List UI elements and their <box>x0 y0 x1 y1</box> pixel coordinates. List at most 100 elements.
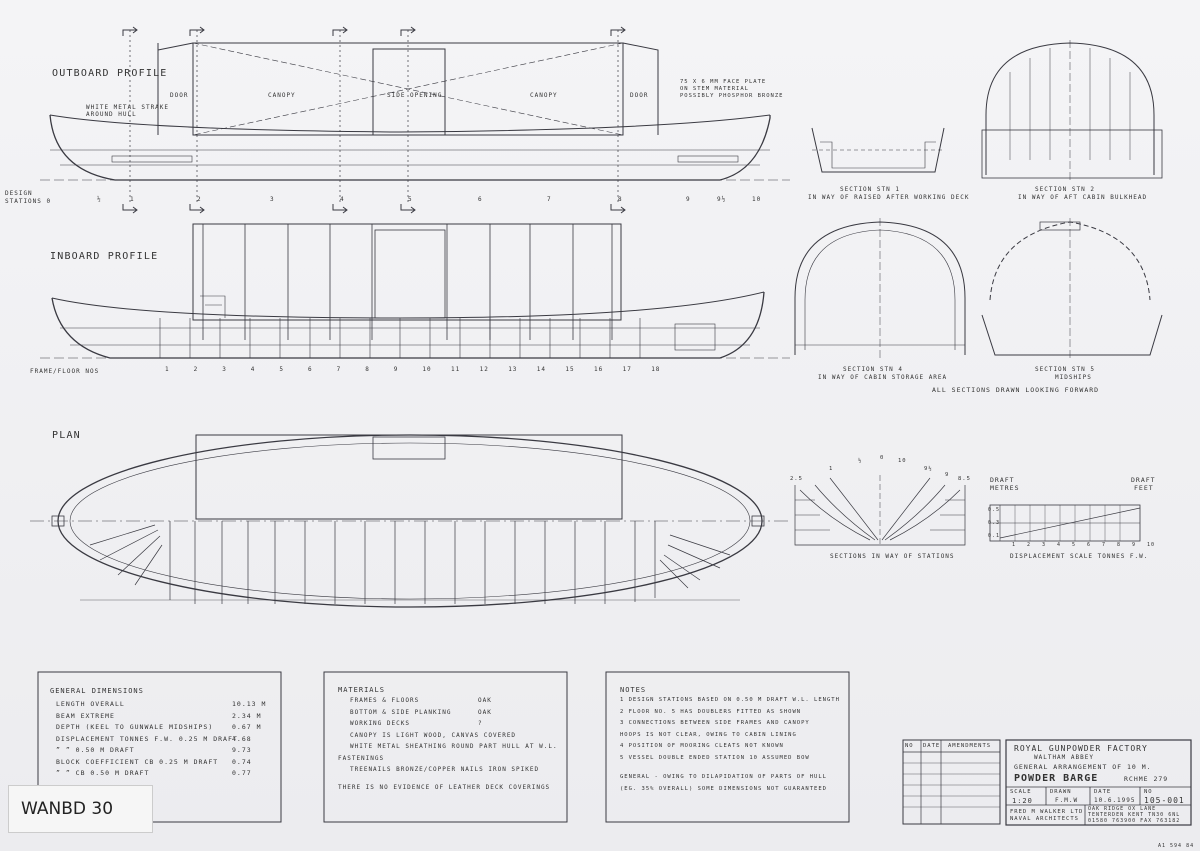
note-line-1: 2 FLOOR NO. 5 HAS DOUBLERS FITTED AS SHO… <box>620 708 802 715</box>
section-stn4 <box>794 218 966 360</box>
door-left-label: DOOR <box>170 92 189 99</box>
material-label-3: CANOPY IS LIGHT WOOD, CANVAS COVERED <box>350 731 517 739</box>
station-mark-4: 10 <box>898 458 907 464</box>
date-value: 10.6.1995 <box>1094 797 1136 804</box>
frame-number-13: 14 <box>536 366 547 373</box>
dimension-label-0: LENGTH OVERALL <box>56 700 125 708</box>
dimension-label-6: ” ” CB 0.50 M DRAFT <box>56 769 150 777</box>
material-label-7: THERE IS NO EVIDENCE OF LEATHER DECK COV… <box>338 783 551 791</box>
corner-mark: A1 594 84 <box>1158 843 1195 849</box>
draft-tick-0: 0.5 <box>988 507 1001 513</box>
dimension-value-3: 4.68 <box>232 734 252 743</box>
displacement-scale-diagram <box>989 504 1141 542</box>
frame-number-1: 2 <box>193 366 199 373</box>
note-line-7: (EG. 35% OVERALL) SOME DIMENSIONS NOT GU… <box>620 785 827 792</box>
station-mark-3: 0 <box>880 455 885 461</box>
draft-feet-title-2: FEET <box>1134 484 1154 492</box>
station-mark-7: 8.5 <box>958 476 971 482</box>
note-line-6: GENERAL - OWING TO DILAPIDATION OF PARTS… <box>620 774 827 780</box>
door-right-label: DOOR <box>630 92 649 99</box>
tonnes-tick-8: 9 <box>1132 542 1137 548</box>
material-value-2: ? <box>478 720 483 727</box>
outboard-profile-title: OUTBOARD PROFILE <box>52 68 168 79</box>
design-label-1: DESIGN <box>5 190 33 197</box>
draft-metres-title-2: METRES <box>990 484 1020 492</box>
section-stn5-desc: MIDSHIPS <box>1055 374 1092 381</box>
address-line-1: OAK RIDGE OX LANE <box>1088 806 1157 812</box>
section-stn4-title: SECTION STN 4 <box>843 366 903 373</box>
material-value-0: OAK <box>478 697 492 704</box>
dimension-value-2: 0.67 M <box>232 723 262 731</box>
design-station-1: 1 <box>130 196 135 203</box>
station-mark-6: 9 <box>945 472 950 478</box>
design-station-5: 5 <box>408 196 413 203</box>
face-plate-label-1: 75 x 6 MM FACE PLATE <box>680 79 767 85</box>
frame-number-5: 6 <box>308 366 313 373</box>
station-mark-1: 1 <box>829 466 834 472</box>
canopy-right-label: CANOPY <box>530 92 558 99</box>
materials-title: MATERIALS <box>338 686 385 694</box>
date-label: DATE <box>1094 789 1112 795</box>
section-stn5-title: SECTION STN 5 <box>1035 366 1095 373</box>
drawing-no-value: 105-001 <box>1144 796 1185 805</box>
station-mark-5: 9½ <box>924 466 933 472</box>
dimension-label-3: DISPLACEMENT TONNES F.W. 0.25 M DRAFT <box>56 734 238 743</box>
dimension-label-2: DEPTH (KEEL TO GUNWALE MIDSHIPS) <box>56 723 214 731</box>
firm-name-2: NAVAL ARCHITECTS <box>1010 816 1079 822</box>
title-block-subtitle: GENERAL ARRANGEMENT OF 10 M. <box>1014 763 1152 771</box>
frame-number-8: 9 <box>393 366 399 373</box>
station-mark-0: 2.5 <box>790 476 803 482</box>
address-line-2: TENTERDEN KENT TN30 6NL <box>1088 812 1181 818</box>
frame-number-12: 13 <box>508 366 518 373</box>
frame-number-0: 1 <box>165 366 170 373</box>
frame-number-3: 4 <box>250 366 256 373</box>
tonnes-tick-1: 2 <box>1027 542 1032 548</box>
material-label-5: FASTENINGS <box>338 754 385 762</box>
design-station-6: 6 <box>478 196 483 203</box>
dimension-label-5: BLOCK COEFFICIENT CB 0.25 M DRAFT <box>56 757 219 766</box>
material-label-4: WHITE METAL SHEATHING ROUND PART HULL AT… <box>350 743 558 750</box>
design-station-3: 3 <box>270 196 275 203</box>
design-station-0: ½ <box>97 196 102 203</box>
material-label-2: WORKING DECKS <box>350 720 410 727</box>
section-stn2 <box>981 40 1163 180</box>
strake-label: WHITE METAL STRAKE <box>86 104 170 111</box>
design-station-10: 9½ <box>717 196 727 203</box>
stations-caption: SECTIONS IN WAY OF STATIONS <box>830 553 955 560</box>
drawn-value: F.M.W <box>1055 797 1079 804</box>
rev-col-date: DATE <box>923 743 941 749</box>
inboard-profile-title: INBOARD PROFILE <box>50 251 159 262</box>
draft-metres-title-1: DRAFT <box>990 476 1015 484</box>
frame-number-4: 5 <box>279 366 285 373</box>
note-line-2: 3 CONNECTIONS BETWEEN SIDE FRAMES AND CA… <box>620 720 810 726</box>
note-line-0: 1 DESIGN STATIONS BASED ON 0.50 M DRAFT … <box>620 697 840 703</box>
section-stn2-title: SECTION STN 2 <box>1035 186 1095 193</box>
frame-number-9: 10 <box>422 366 432 373</box>
design-station-11: 10 <box>752 196 762 203</box>
frame-number-16: 17 <box>622 366 632 373</box>
section-stn4-desc: IN WAY OF CABIN STORAGE AREA <box>818 374 948 381</box>
displacement-caption: DISPLACEMENT SCALE TONNES F.W. <box>1010 553 1149 560</box>
title-block-ref: RCHME 279 <box>1124 775 1169 783</box>
tonnes-tick-4: 5 <box>1072 542 1077 548</box>
note-line-3: HOOPS IS NOT CLEAR, OWING TO CABIN LININ… <box>620 731 797 738</box>
notes-title: NOTES <box>620 686 647 694</box>
frame-number-10: 11 <box>451 366 461 373</box>
tonnes-tick-3: 4 <box>1057 542 1062 548</box>
stations-section-diagram <box>794 475 966 546</box>
title-block-org: ROYAL GUNPOWDER FACTORY <box>1014 744 1148 753</box>
tonnes-tick-5: 6 <box>1087 542 1092 548</box>
frame-number-11: 12 <box>479 366 489 373</box>
scale-value: 1:20 <box>1012 797 1033 805</box>
address-line-3: 01580 763900 FAX 763182 <box>1088 818 1181 824</box>
frame-floor-label: FRAME/FLOOR NOS <box>30 368 100 375</box>
frame-number-17: 18 <box>651 366 661 373</box>
frame-number-15: 16 <box>594 366 604 373</box>
title-block-location: WALTHAM ABBEY <box>1034 754 1094 761</box>
frame-number-7: 8 <box>365 366 370 373</box>
section-stn2-desc: IN WAY OF AFT CABIN BULKHEAD <box>1018 194 1148 201</box>
draft-tick-1: 0.3 <box>988 520 1001 526</box>
section-stn1 <box>811 127 945 173</box>
section-stn5 <box>981 218 1163 360</box>
face-plate-label-2: ON STEM MATERIAL <box>680 86 749 92</box>
